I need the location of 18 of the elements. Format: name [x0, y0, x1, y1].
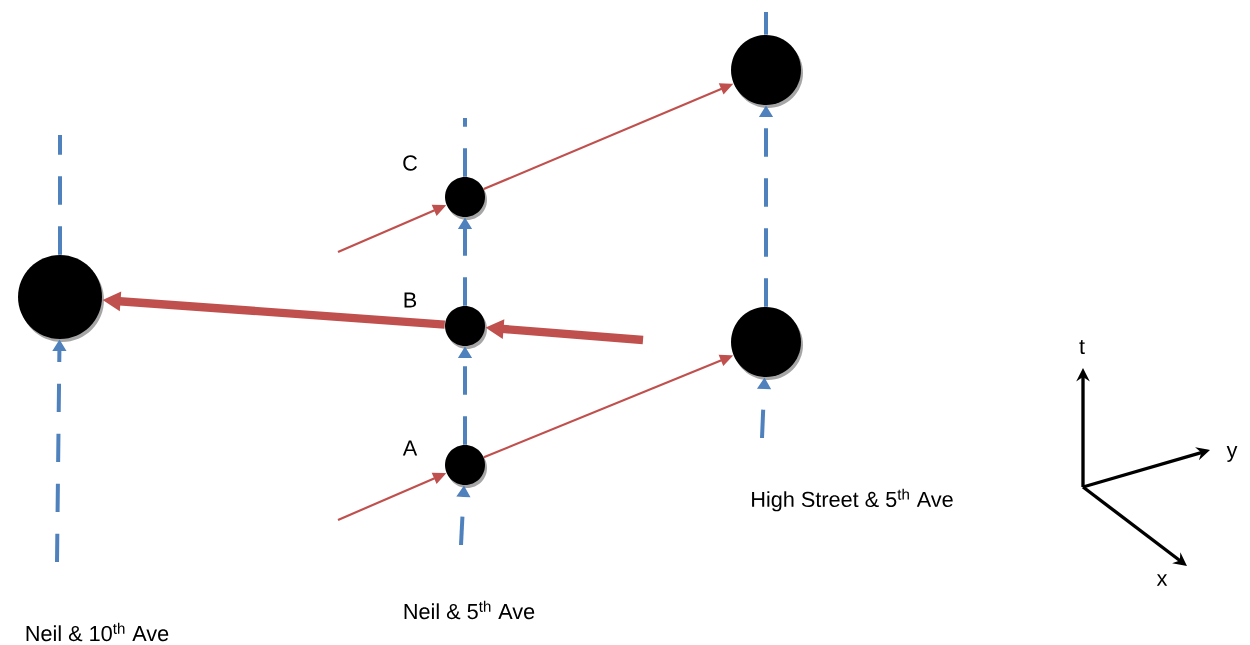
axis-label: t: [1079, 339, 1085, 355]
point-label: C: [403, 155, 417, 171]
street-label: High Street & 5$^{th}$ Ave: [752, 488, 953, 512]
dashed-line: [58, 135, 62, 255]
event-dot: [445, 177, 487, 220]
point-label: A: [402, 440, 418, 456]
axis-label: y: [1226, 446, 1238, 462]
point-label: B: [404, 292, 417, 308]
axis-label: x: [1156, 574, 1168, 586]
event-dot: [731, 307, 803, 380]
dashed-line: [463, 118, 467, 177]
event-dot: [731, 35, 803, 108]
street-label: Neil & 10$^{th}$ Ave: [26, 622, 169, 642]
event-dot: [18, 255, 104, 342]
dashed-line: [764, 12, 768, 35]
event-dot: [445, 445, 487, 488]
street-label: Neil & 5$^{th}$ Ave: [404, 600, 535, 620]
event-dot: [445, 306, 487, 349]
